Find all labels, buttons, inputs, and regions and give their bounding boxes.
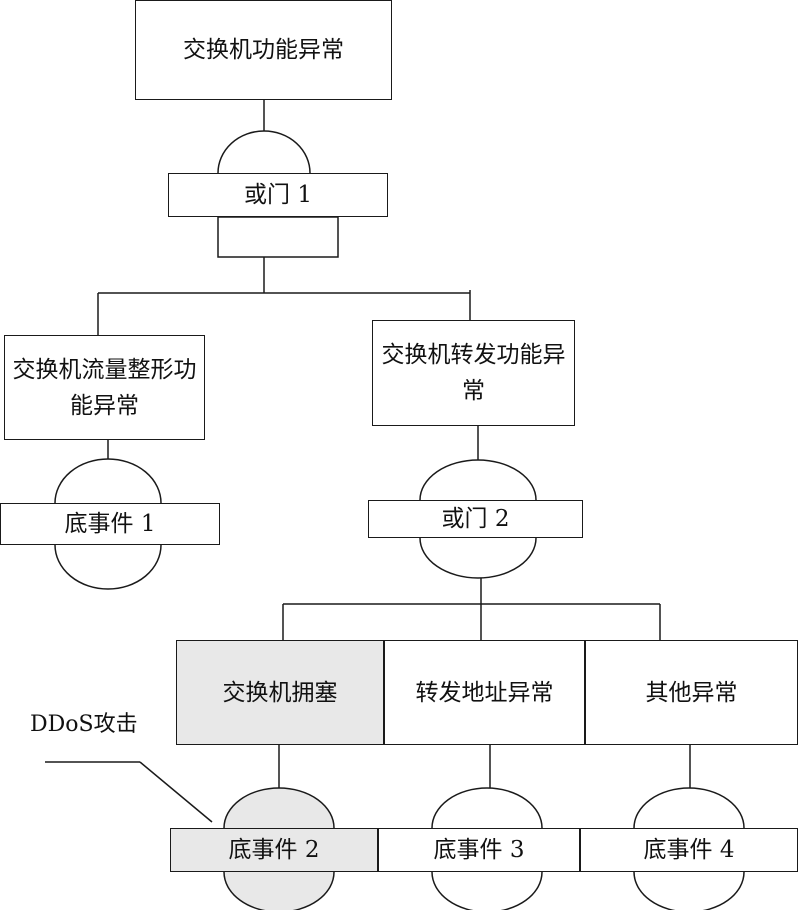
congestion-box: 交换机拥塞 [176, 640, 384, 745]
basic-event-1-box: 底事件 1 [0, 503, 220, 545]
basic-event-2-label: 底事件 2 [228, 837, 320, 863]
basic-event-2-box: 底事件 2 [170, 828, 378, 872]
basic-event-1-label: 底事件 1 [64, 511, 156, 537]
basic-event-2-circle-top [223, 787, 335, 829]
top-event-label: 交换机功能异常 [183, 37, 344, 63]
or-gate-2-dome-bottom [419, 537, 537, 579]
other-abnormal-label: 其他异常 [645, 679, 738, 706]
or-gate-1-label: 或门 1 [244, 182, 312, 208]
basic-event-3-label: 底事件 3 [433, 837, 525, 863]
traffic-shaping-box: 交换机流量整形功能异常 [4, 335, 205, 440]
basic-event-1-circle-top [54, 458, 162, 504]
basic-event-3-circle-top [431, 787, 543, 829]
basic-event-1-circle-bottom [54, 544, 162, 590]
top-event-box: 交换机功能异常 [135, 0, 392, 100]
basic-event-4-label: 底事件 4 [643, 837, 735, 863]
address-abnormal-box: 转发地址异常 [384, 640, 585, 745]
other-abnormal-box: 其他异常 [585, 640, 798, 745]
annotation-leader-diagonal [139, 761, 213, 823]
or-gate-2-label: 或门 2 [441, 506, 510, 532]
or-gate-2-dome-top [419, 459, 537, 501]
basic-event-4-circle-bottom [633, 871, 745, 910]
basic-event-2-circle-bottom [223, 871, 335, 910]
or-gate-2-label-box: 或门 2 [368, 500, 583, 538]
basic-event-3-box: 底事件 3 [378, 828, 580, 872]
forwarding-box: 交换机转发功能异常 [372, 320, 575, 426]
address-abnormal-label: 转发地址异常 [415, 679, 554, 706]
basic-event-3-circle-bottom [431, 871, 543, 910]
forwarding-label: 交换机转发功能异常 [381, 342, 566, 404]
or-gate-1-label-box: 或门 1 [168, 173, 388, 217]
basic-event-4-circle-top [633, 787, 745, 829]
traffic-shaping-label: 交换机流量整形功能异常 [12, 356, 197, 419]
basic-event-4-box: 底事件 4 [580, 828, 798, 872]
ddos-annotation: DDoS攻击 [30, 712, 138, 737]
or-gate-1-dome [217, 130, 311, 174]
or-gate-1-base [217, 216, 339, 258]
congestion-label: 交换机拥塞 [222, 679, 338, 706]
